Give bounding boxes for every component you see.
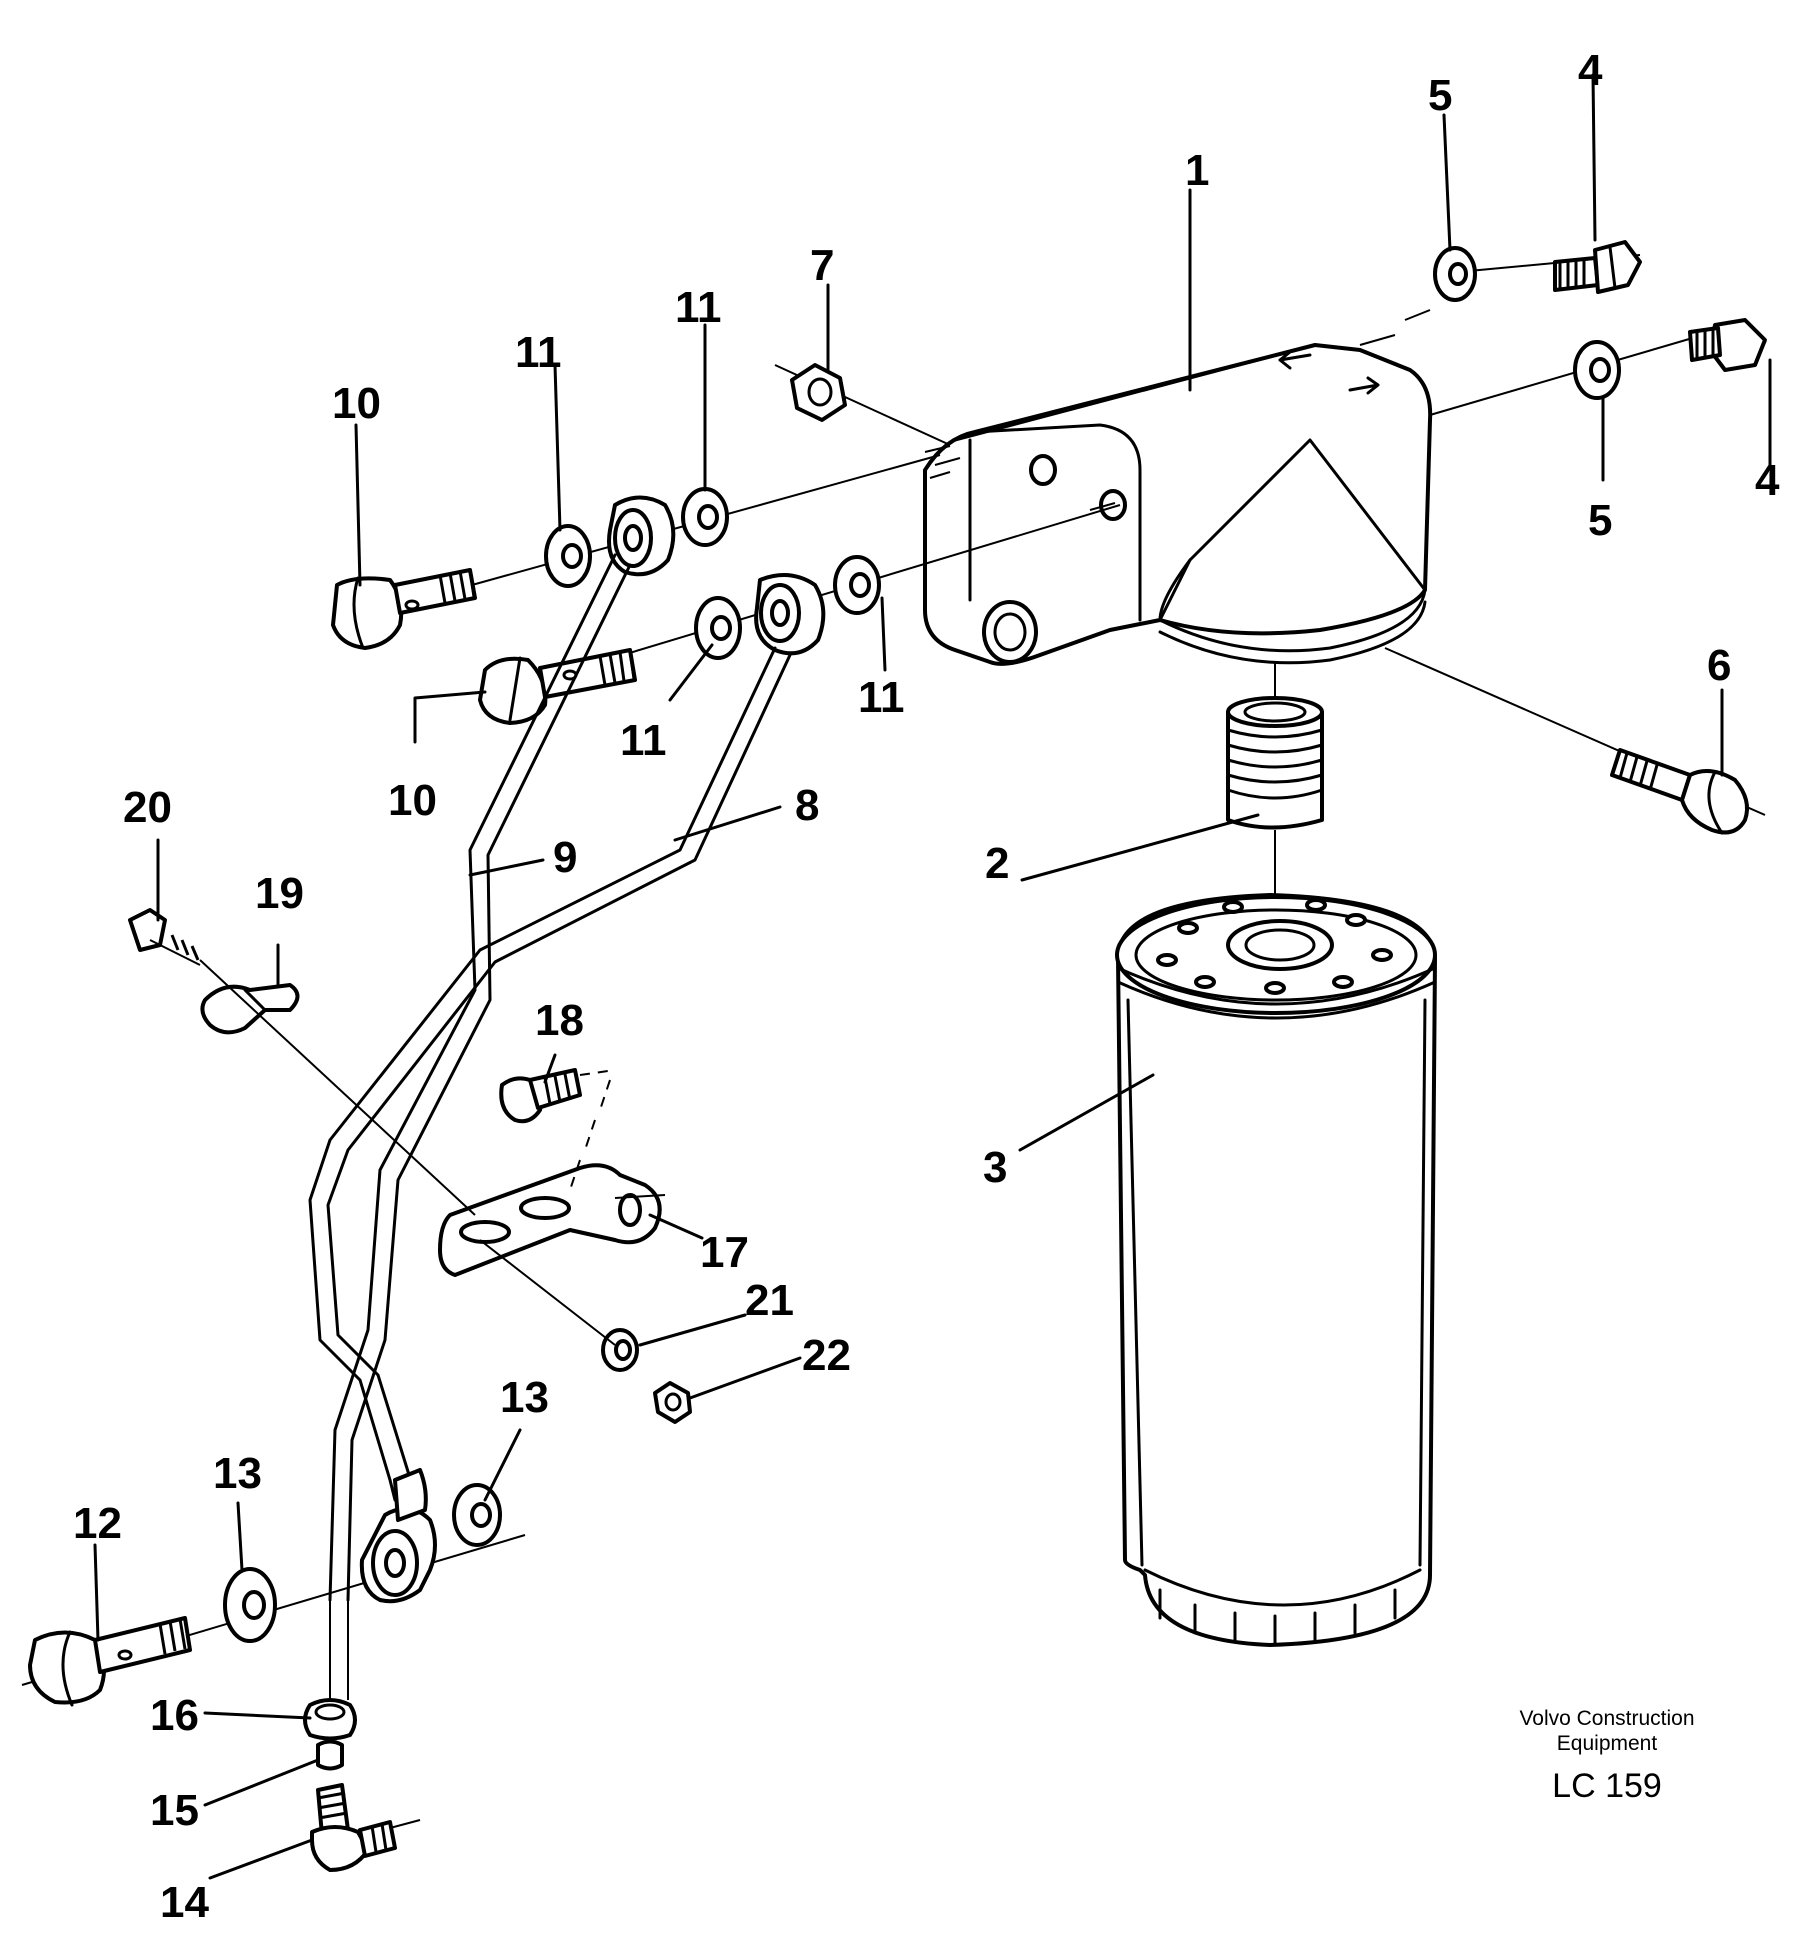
callout-2: 2 [985,839,1009,888]
washer-11-lower-right [833,555,881,615]
callout-6: 6 [1707,641,1731,690]
clamp-17 [438,1163,666,1277]
callout-10-lower: 10 [388,776,437,825]
callout-8: 8 [795,781,819,830]
banjo-fitting-lower-b [359,1468,437,1604]
callout-11-c: 11 [620,716,667,765]
banjo-fitting-lower-a [754,573,826,656]
callout-4-right: 4 [1755,456,1780,505]
bolt-4-lower [1429,318,1767,416]
callout-10-upper: 10 [332,379,381,428]
callout-13-right: 13 [500,1373,549,1422]
callout-11-d: 11 [858,673,905,722]
publisher-block: Volvo Construction Equipment LC 159 [1519,1707,1694,1805]
oil-filter [1115,893,1437,1647]
washer-13-left [223,1567,277,1643]
callout-5-top: 5 [1428,71,1452,120]
hidden-bolt-dashes [1359,309,1431,346]
callout-1: 1 [1185,146,1209,195]
callout-11-b: 11 [675,283,722,332]
clamp-axis [479,1239,616,1346]
washer-11-upper-left [544,524,592,588]
bolt-6 [1384,647,1766,835]
banjo-fitting-upper-a [607,495,676,577]
washer-11-upper-right [681,487,729,547]
clip-19 [199,959,476,1216]
nut-22 [653,1381,692,1424]
callout-16: 16 [150,1691,199,1740]
leader-lines [93,73,1772,1880]
callout-9: 9 [553,833,577,882]
sleeve-15 [316,1739,344,1771]
callout-17: 17 [700,1228,749,1277]
callout-14: 14 [160,1878,209,1927]
pipe-8 [308,646,792,1502]
bolt-4-upper [1457,240,1642,294]
washer-21 [601,1328,639,1372]
callout-15: 15 [150,1786,199,1835]
port-dash-upper [924,445,961,479]
brand-line-2: Equipment [1557,1732,1658,1755]
washer-5-upper [1433,246,1477,302]
callout-5-bottom: 5 [1588,496,1612,545]
callout-4-top: 4 [1578,46,1603,95]
nut-7 [774,363,951,446]
nut-16 [303,1698,357,1741]
washer-13-right [452,1483,502,1547]
callout-12: 12 [73,1499,122,1548]
callout-11-a: 11 [515,328,562,377]
callout-labels: 1 2 3 4 4 5 5 6 7 8 9 10 10 11 11 11 11 … [73,46,1780,1927]
drawing-code: LC 159 [1552,1767,1662,1805]
bolt-20 [128,908,201,966]
callout-21: 21 [745,1276,794,1325]
filter-head [923,343,1433,666]
bolt-18 [499,1068,616,1191]
banjo-bolt-10-lower [478,504,1121,725]
washer-5-lower [1573,340,1621,400]
callout-19: 19 [255,869,304,918]
union-14 [310,1600,421,1872]
callout-18: 18 [535,996,584,1045]
callout-3: 3 [983,1143,1007,1192]
washer-11-lower-left [694,596,742,660]
adapter-nipple [1226,696,1324,830]
callout-22: 22 [802,1331,851,1380]
pipe-9 [328,553,632,1602]
port-dash-lower [1089,502,1116,511]
callout-7: 7 [810,241,834,290]
callout-20: 20 [123,783,172,832]
callout-13-left: 13 [213,1449,262,1498]
brand-line-1: Volvo Construction [1519,1707,1694,1730]
